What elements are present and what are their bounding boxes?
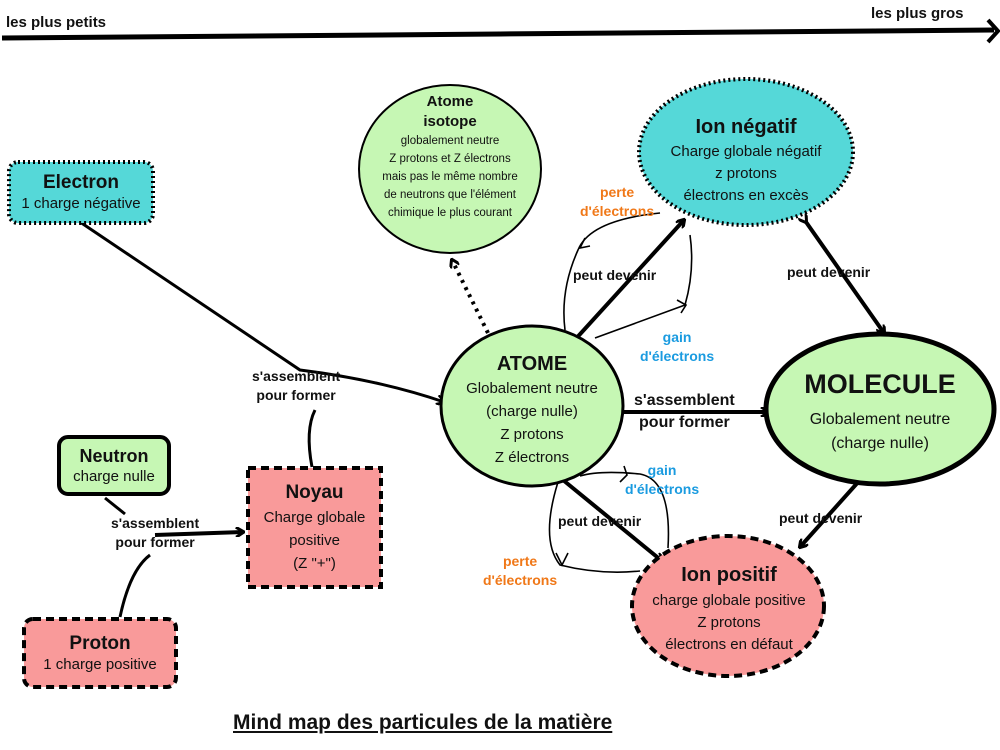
- edge-atome-ionpos: [563, 480, 662, 561]
- scale-label-largest: les plus gros: [871, 5, 964, 22]
- label-line: gain: [647, 462, 677, 478]
- label-line: s'assemblent: [111, 515, 200, 531]
- electron-title: Electron: [42, 172, 120, 193]
- label-assemble-nucleus-atome: s'assemblent pour former: [252, 367, 340, 405]
- label-peut-devenir-ionneg: peut devenir: [573, 267, 657, 283]
- noyau-title: Noyau: [285, 482, 344, 503]
- isotope-title-1: Atome: [426, 93, 474, 110]
- size-scale-arrow: [1, 27, 995, 41]
- label-line: d'électrons: [640, 348, 715, 364]
- neutron-title: Neutron: [79, 445, 149, 466]
- neutron-node-shape: [57, 435, 171, 496]
- molecule-title: MOLECULE: [804, 369, 956, 399]
- edge-molecule-ionpos: [800, 480, 860, 547]
- edge-perte-bottom-head: [555, 552, 569, 567]
- label-line: d'électrons: [580, 203, 655, 219]
- edge-ionneg-molecule: [806, 222, 884, 333]
- ion-positif-line-3: électrons en défaut: [665, 636, 793, 653]
- label-peut-devenir-ionpos: peut devenir: [558, 513, 642, 529]
- label-line: pour former: [256, 387, 336, 403]
- label-line: s'assemblent: [252, 368, 341, 384]
- molecule-line-1: Globalement neutre: [809, 411, 951, 428]
- label-perte-bottom: perte d'électrons: [483, 552, 557, 590]
- noyau-line-2: positive: [289, 532, 340, 549]
- edge-electron-atome: [79, 220, 444, 402]
- noyau-line-3: (Z "+"): [293, 555, 336, 572]
- label-line: s'assemblent: [634, 392, 735, 409]
- edge-perte-top-head: [578, 237, 591, 250]
- proton-node-shape: [22, 617, 178, 689]
- ion-positif-line-1: charge globale positive: [652, 592, 806, 609]
- isotope-title-2: isotope: [423, 113, 477, 130]
- atome-node[interactable]: ATOME Globalement neutre (charge nulle) …: [441, 350, 623, 470]
- proton-desc: 1 charge positive: [43, 655, 157, 673]
- molecule-line-2: (charge nulle): [831, 435, 929, 452]
- label-peut-devenir-ionpos-molecule: peut devenir: [779, 510, 863, 526]
- ion-negatif-node[interactable]: Ion négatif Charge globale négatif z pro…: [640, 110, 852, 210]
- scale-label-smallest: les plus petits: [6, 14, 107, 31]
- edge-gain-top: [594, 234, 693, 339]
- noyau-line-1: Charge globale: [263, 509, 366, 526]
- label-line: pour former: [115, 534, 195, 550]
- edge-gain-top-head: [676, 299, 688, 314]
- isotope-node[interactable]: Atome isotope globalement neutre Z proto…: [360, 92, 540, 232]
- edge-perte-top: [563, 212, 661, 331]
- label-line: d'électrons: [625, 481, 700, 497]
- ionneg-node-shape: [637, 77, 855, 227]
- label-assemble-molecule: s'assemblent pour former: [634, 390, 735, 434]
- edge-atome-ionneg: [572, 220, 684, 343]
- label-perte-top: perte d'électrons: [580, 183, 654, 221]
- electron-node-shape: [7, 160, 155, 225]
- atome-line-4: Z électrons: [494, 448, 570, 466]
- molecule-node-shape: [763, 331, 997, 487]
- edge-perte-bottom: [548, 481, 641, 573]
- edge-gain-bottom-head: [619, 465, 628, 483]
- isotope-line-1: globalement neutre: [400, 135, 500, 147]
- molecule-node[interactable]: MOLECULE Globalement neutre (charge null…: [767, 355, 993, 465]
- edge-gain-bottom: [579, 471, 670, 549]
- atome-line-3: Z protons: [500, 425, 564, 443]
- isotope-line-5: chimique le plus courant: [387, 207, 512, 219]
- atome-node-shape: [439, 324, 625, 488]
- label-assemble-noyau: s'assemblent pour former: [111, 514, 199, 552]
- atome-line-1: Globalement neutre: [466, 379, 598, 397]
- ion-negatif-line-3: électrons en excès: [683, 187, 809, 204]
- ion-positif-line-2: Z protons: [697, 614, 761, 631]
- label-gain-bottom: gain d'électrons: [625, 461, 699, 499]
- edge-proton-noyau: [118, 553, 151, 618]
- label-line: perte: [599, 184, 635, 200]
- label-peut-devenir-molecule: peut devenir: [787, 264, 871, 280]
- proton-node[interactable]: Proton 1 charge positive: [24, 622, 176, 685]
- size-scale-arrowhead: [986, 18, 1000, 44]
- edge-to-noyau: [154, 532, 243, 535]
- isotope-line-4: de neutrons que l'élément: [384, 189, 516, 201]
- label-line: gain: [662, 329, 692, 345]
- proton-title: Proton: [69, 632, 131, 654]
- neutron-desc: charge nulle: [73, 467, 155, 485]
- label-line: perte: [502, 553, 538, 569]
- ion-positif-node[interactable]: Ion positif charge globale positive Z pr…: [633, 558, 825, 658]
- isotope-line-2: Z protons et Z électrons: [389, 153, 511, 165]
- ion-negatif-title: Ion négatif: [695, 116, 797, 138]
- atome-title: ATOME: [496, 352, 568, 375]
- label-gain-top: gain d'électrons: [640, 328, 714, 366]
- ion-negatif-line-2: z protons: [715, 165, 777, 182]
- edge-neutron-noyau: [104, 496, 126, 516]
- edge-noyau-atome: [307, 409, 317, 468]
- neutron-node[interactable]: Neutron charge nulle: [59, 439, 169, 493]
- isotope-node-shape: [358, 84, 542, 254]
- ionpos-node-shape: [630, 534, 826, 678]
- label-line: pour former: [639, 414, 730, 431]
- isotope-line-3: mais pas le même nombre: [382, 171, 518, 183]
- ion-positif-title: Ion positif: [681, 564, 777, 586]
- noyau-node-shape: [246, 466, 383, 589]
- noyau-node[interactable]: Noyau Charge globale positive (Z "+"): [248, 470, 381, 585]
- electron-node[interactable]: Electron 1 charge négative: [9, 164, 153, 222]
- ion-negatif-line-1: Charge globale négatif: [670, 143, 822, 160]
- page-title: Mind map des particules de la matière: [233, 711, 613, 734]
- atome-line-2: (charge nulle): [486, 402, 578, 420]
- label-line: d'électrons: [483, 572, 558, 588]
- edge-isotope-atome: [452, 260, 490, 334]
- electron-desc: 1 charge négative: [21, 195, 141, 212]
